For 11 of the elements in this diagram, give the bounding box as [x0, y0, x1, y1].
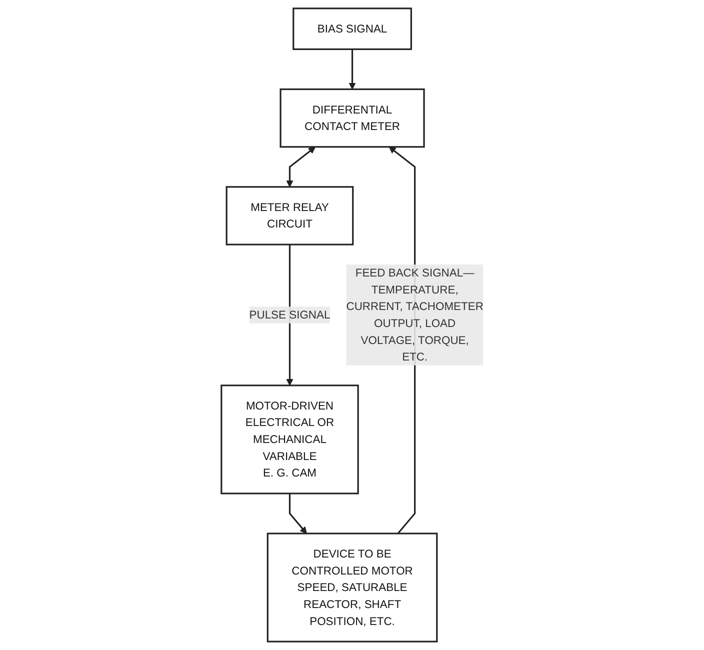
- edge-label: PULSE SIGNAL: [248, 308, 330, 321]
- edge-label: FEED BACK SIGNAL— TEMPERATURE, CURRENT, TACHOMETER OUTPUT, LOAD VOLTAGE, TORQUE, ETC.: [346, 266, 483, 364]
- arrow: [286, 244, 293, 386]
- node-box: DEVICE TO BE CONTROLLED MOTOR SPEED, SATURABLE REACTOR, SHAFT POSITION, ETC.: [266, 532, 438, 642]
- node-box: DIFFERENTIAL CONTACT METER: [279, 88, 424, 148]
- arrow: [286, 146, 316, 188]
- node-box: MOTOR-DRIVEN ELECTRICAL OR MECHANICAL VARIABLE E. G. CAM: [220, 384, 358, 494]
- arrow: [348, 49, 356, 90]
- arrow: [288, 494, 307, 534]
- node-box: METER RELAY CIRCUIT: [225, 186, 354, 246]
- node-box: BIAS SIGNAL: [292, 8, 412, 50]
